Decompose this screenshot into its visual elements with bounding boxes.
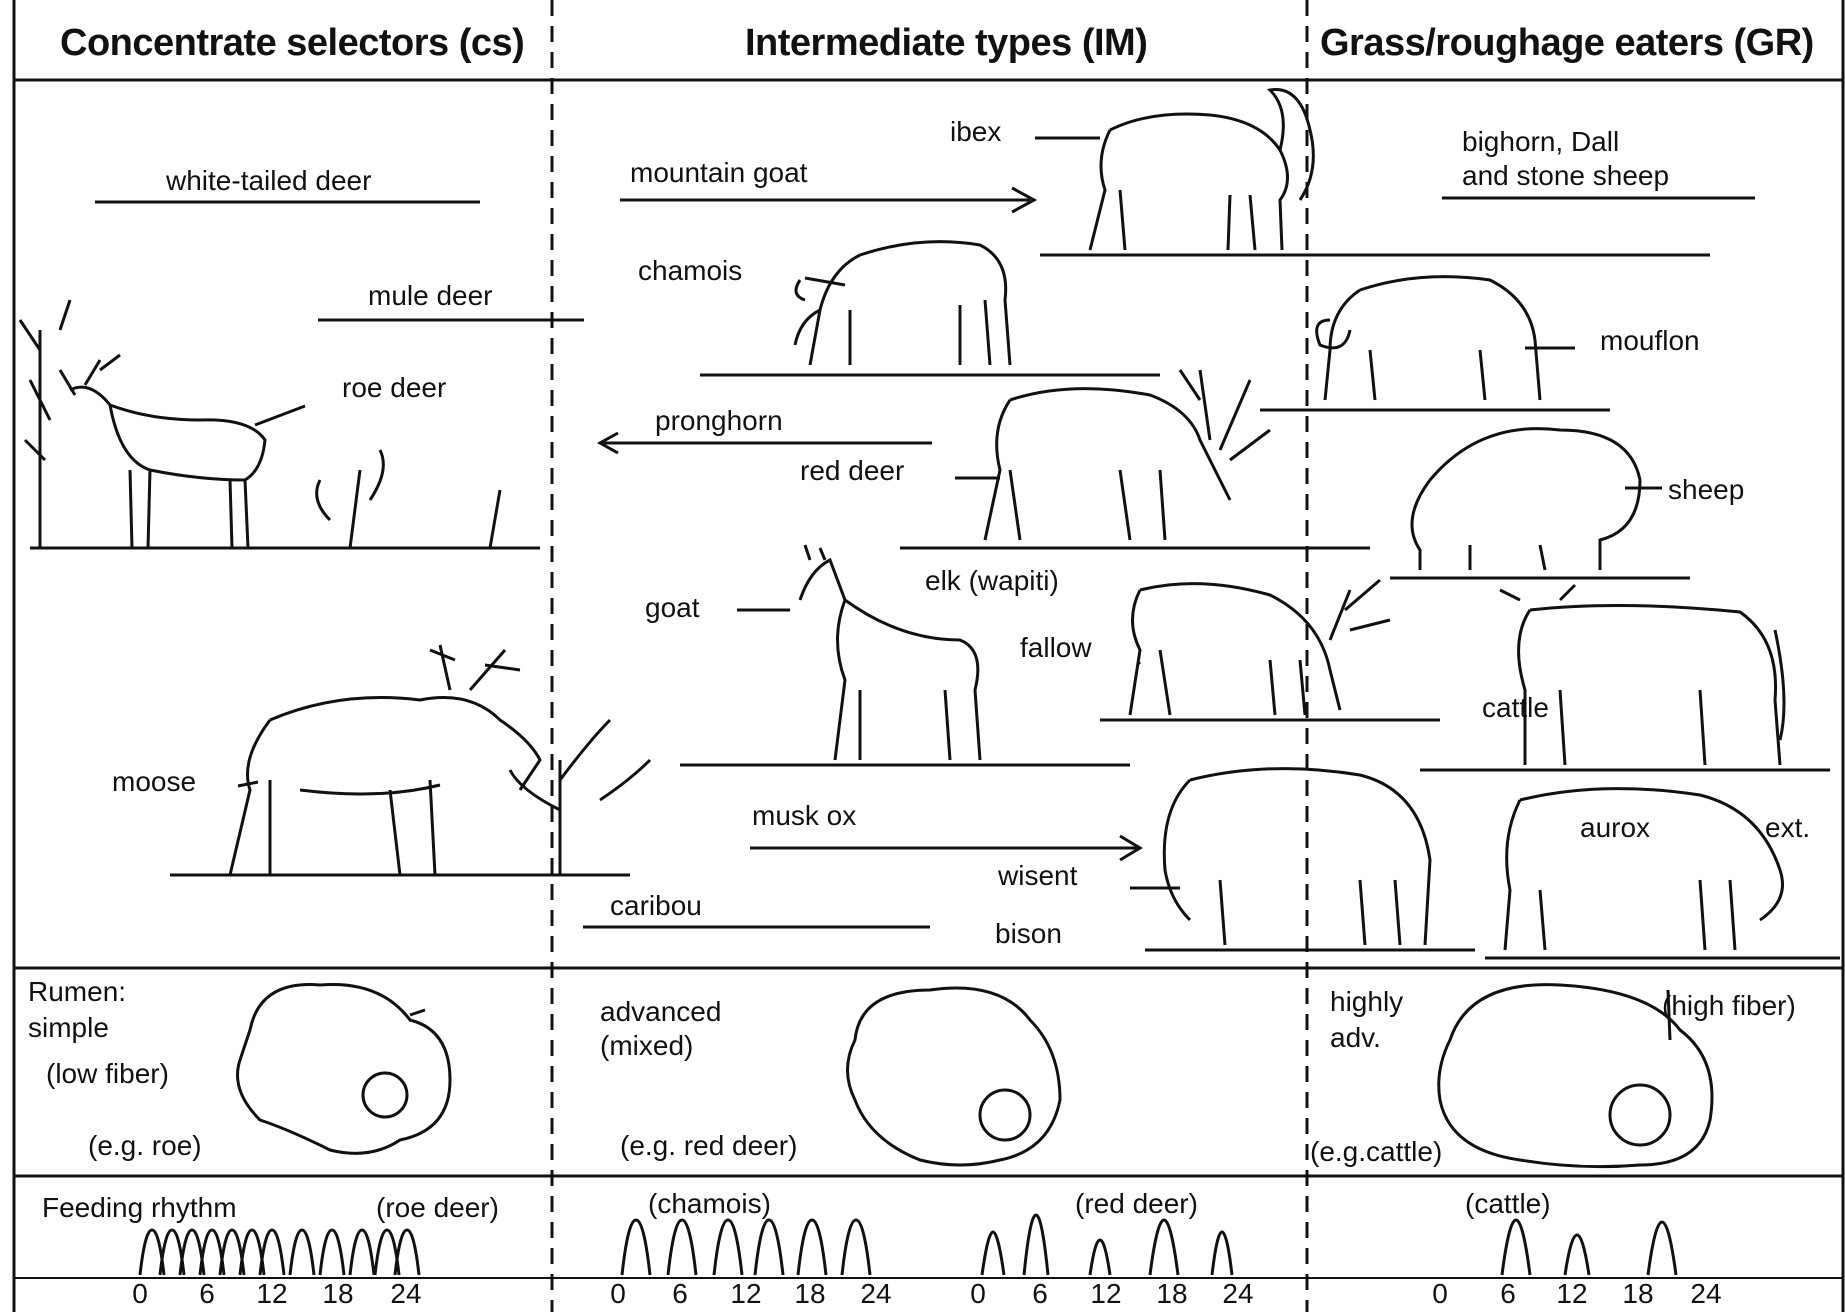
label-aurox: aurox: [1580, 812, 1650, 844]
tick-cattle-6: 6: [1500, 1278, 1516, 1310]
label-caribou: caribou: [610, 890, 702, 922]
cattle-sketch: [1420, 585, 1830, 770]
rumen-label-im-line2: (mixed): [600, 1030, 693, 1062]
tick-cs-0: 0: [132, 1278, 148, 1310]
feeding-peaks-chamois: [622, 1220, 870, 1275]
tick-cs-24: 24: [390, 1278, 421, 1310]
rumen-label-cs-line2: simple: [28, 1012, 109, 1044]
rumen-label-im-example: (e.g. red deer): [620, 1130, 797, 1162]
label-wisent: wisent: [998, 860, 1077, 892]
label-goat: goat: [645, 592, 700, 624]
sheep-sketch: [1390, 429, 1690, 578]
tick-cattle-12: 12: [1556, 1278, 1587, 1310]
tick-red-deer-18: 18: [1156, 1278, 1187, 1310]
label-white-tailed-deer: white-tailed deer: [166, 165, 371, 197]
label-musk-ox: musk ox: [752, 800, 856, 832]
moose-sketch: [170, 645, 650, 875]
label-ext: ext.: [1765, 812, 1810, 844]
header-concentrate-selectors: Concentrate selectors (cs): [60, 22, 524, 65]
rumen-label-gr-fiber: (high fiber): [1662, 990, 1796, 1022]
feeding-peaks-cs: [140, 1230, 419, 1275]
rumen-label-im-line1: advanced: [600, 996, 721, 1028]
feeding-peaks-red-deer: [982, 1215, 1232, 1275]
label-bighorn-line2: and stone sheep: [1462, 160, 1669, 192]
feeding-peaks-cattle: [1502, 1220, 1676, 1275]
tick-chamois-0: 0: [610, 1278, 626, 1310]
wisent-sketch: [1145, 769, 1475, 950]
tick-chamois-18: 18: [794, 1278, 825, 1310]
roe-deer-sketch: [20, 300, 540, 548]
rumen-advanced-sketch: [848, 988, 1061, 1165]
label-mountain-goat: mountain goat: [630, 157, 807, 189]
label-cattle: cattle: [1482, 692, 1549, 724]
label-pronghorn: pronghorn: [655, 405, 783, 437]
label-elk-wapiti: elk (wapiti): [925, 565, 1059, 597]
feeding-rhythm-title: Feeding rhythm: [42, 1192, 237, 1224]
label-moose: moose: [112, 766, 196, 798]
rumen-label-gr-line2: adv.: [1330, 1022, 1381, 1054]
feeding-species-chamois: (chamois): [648, 1188, 771, 1220]
rumen-label-gr-example: (e.g.cattle): [1310, 1136, 1442, 1168]
chamois-sketch: [700, 242, 1160, 375]
rumen-label-cs-line1: Rumen:: [28, 976, 126, 1008]
tick-cattle-18: 18: [1622, 1278, 1653, 1310]
tick-red-deer-24: 24: [1222, 1278, 1253, 1310]
label-mule-deer: mule deer: [368, 280, 493, 312]
rumen-simple-sketch: [238, 984, 451, 1153]
label-red-deer: red deer: [800, 455, 904, 487]
tick-red-deer-12: 12: [1090, 1278, 1121, 1310]
red-deer-sketch: [900, 370, 1370, 548]
tick-chamois-6: 6: [672, 1278, 688, 1310]
feeding-species-cattle: (cattle): [1465, 1188, 1551, 1220]
tick-chamois-12: 12: [730, 1278, 761, 1310]
tick-cattle-24: 24: [1690, 1278, 1721, 1310]
label-chamois: chamois: [638, 255, 742, 287]
tick-cs-6: 6: [199, 1278, 215, 1310]
header-grass-roughage-eaters: Grass/roughage eaters (GR): [1320, 22, 1814, 65]
label-roe-deer: roe deer: [342, 372, 446, 404]
tick-cs-12: 12: [256, 1278, 287, 1310]
mouflon-sketch: [1260, 277, 1610, 410]
header-intermediate-types: Intermediate types (IM): [745, 22, 1147, 65]
label-bison: bison: [995, 918, 1062, 950]
label-ibex: ibex: [950, 116, 1001, 148]
rumen-label-cs-fiber: (low fiber): [46, 1058, 169, 1090]
label-bighorn-line1: bighorn, Dall: [1462, 126, 1619, 158]
tick-chamois-24: 24: [860, 1278, 891, 1310]
tick-cs-18: 18: [322, 1278, 353, 1310]
rumen-label-cs-example: (e.g. roe): [88, 1130, 202, 1162]
feeding-species-roe-deer: (roe deer): [376, 1192, 499, 1224]
label-mouflon: mouflon: [1600, 325, 1700, 357]
feeding-species-red-deer: (red deer): [1075, 1188, 1198, 1220]
tick-red-deer-6: 6: [1032, 1278, 1048, 1310]
tick-cattle-0: 0: [1432, 1278, 1448, 1310]
label-sheep: sheep: [1668, 474, 1744, 506]
label-fallow: fallow: [1020, 632, 1092, 664]
fallow-sketch: [1100, 580, 1440, 720]
column-dividers: [552, 0, 1307, 1312]
tick-red-deer-0: 0: [970, 1278, 986, 1310]
rumen-label-gr-line1: highly: [1330, 986, 1403, 1018]
